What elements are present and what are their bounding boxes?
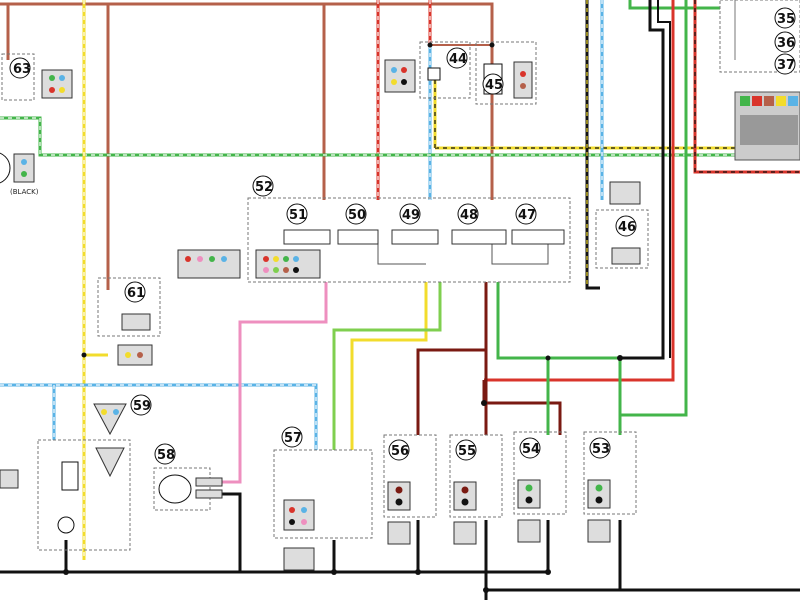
connector-63 — [41, 69, 73, 99]
label-46: 46 — [618, 220, 636, 235]
wire-black-yellow-v — [585, 0, 600, 290]
wire-blue-h-dash — [0, 384, 317, 450]
connector-53-b — [587, 519, 611, 543]
wire-pink-58 — [222, 282, 328, 484]
wire-green-top-right — [628, 0, 720, 10]
component-59-box — [37, 439, 131, 551]
component-55-box — [449, 434, 503, 518]
connector-61 — [121, 313, 151, 331]
component-46-box — [595, 209, 649, 269]
connector-54 — [517, 479, 541, 509]
label-45: 45 — [485, 78, 503, 93]
wire-red-right — [484, 0, 675, 382]
wire-red-black-fr-dash — [694, 0, 800, 173]
label-48: 48 — [460, 208, 478, 223]
connector-left-edge — [0, 469, 19, 489]
component-35-37-box — [719, 0, 800, 73]
wire-black-right-2 — [657, 0, 671, 358]
connector-black-left — [13, 153, 35, 183]
label-54: 54 — [522, 442, 540, 457]
connector-55 — [453, 481, 477, 511]
label-53: 53 — [592, 442, 610, 457]
wire-green-54 — [496, 282, 550, 435]
wire-darkred-56 — [416, 282, 488, 435]
connector-45 — [513, 61, 533, 99]
label-black: (BLACK) — [10, 188, 39, 196]
connector-61-b — [117, 344, 153, 366]
component-44-box — [419, 41, 471, 99]
connector-55-b — [453, 521, 477, 545]
connector-54-b — [517, 519, 541, 543]
component-54-box — [513, 431, 567, 515]
label-49: 49 — [402, 208, 420, 223]
connector-59 — [93, 403, 127, 436]
wire-ground-58 — [222, 492, 242, 572]
label-51: 51 — [289, 208, 307, 223]
wire-52-internal-b — [491, 236, 549, 265]
label-37: 37 — [777, 58, 795, 73]
label-52: 52 — [255, 180, 273, 195]
label-44: 44 — [449, 52, 467, 67]
component-57-box — [273, 449, 373, 539]
connector-57 — [283, 499, 315, 531]
connector-59-b — [95, 447, 125, 478]
wire-darkred-55b — [482, 380, 562, 435]
label-35: 35 — [777, 12, 795, 27]
connector-57-b — [283, 547, 315, 571]
sensor-58 — [158, 474, 192, 504]
component-45-box — [475, 41, 537, 105]
connector-52-a — [177, 249, 241, 279]
switch-row — [283, 229, 565, 245]
component-61-box — [97, 277, 161, 337]
connector-46-top — [609, 181, 641, 205]
label-55: 55 — [458, 444, 476, 459]
label-47: 47 — [518, 208, 536, 223]
component-52-box — [247, 197, 571, 283]
label-58: 58 — [157, 448, 175, 463]
label-36: 36 — [777, 36, 795, 51]
label-59: 59 — [133, 399, 151, 414]
wire-green-57 — [332, 282, 442, 450]
component-58-box — [153, 467, 211, 511]
label-56: 56 — [391, 444, 409, 459]
label-63: 63 — [13, 62, 31, 77]
label-50: 50 — [348, 208, 366, 223]
connector-44 — [384, 59, 416, 93]
wire-52-internal-a — [377, 236, 426, 265]
component-56-box — [383, 434, 437, 518]
wire-green-h-dash — [0, 117, 800, 156]
component-53-box — [583, 431, 637, 515]
component-63-box — [1, 53, 35, 101]
connector-56 — [387, 481, 411, 511]
junctions — [63, 42, 623, 593]
wire-yellow-57 — [350, 282, 428, 450]
label-57: 57 — [284, 431, 302, 446]
lamp-left — [0, 152, 11, 184]
label-61: 61 — [127, 286, 145, 301]
connector-46 — [611, 247, 641, 265]
connector-52-b — [255, 249, 321, 279]
connector-56-b — [387, 521, 411, 545]
wire-black-right — [620, 0, 665, 360]
wire-blue-h — [0, 383, 318, 450]
wire-brown-top — [0, 2, 494, 200]
connector-53 — [587, 479, 611, 509]
